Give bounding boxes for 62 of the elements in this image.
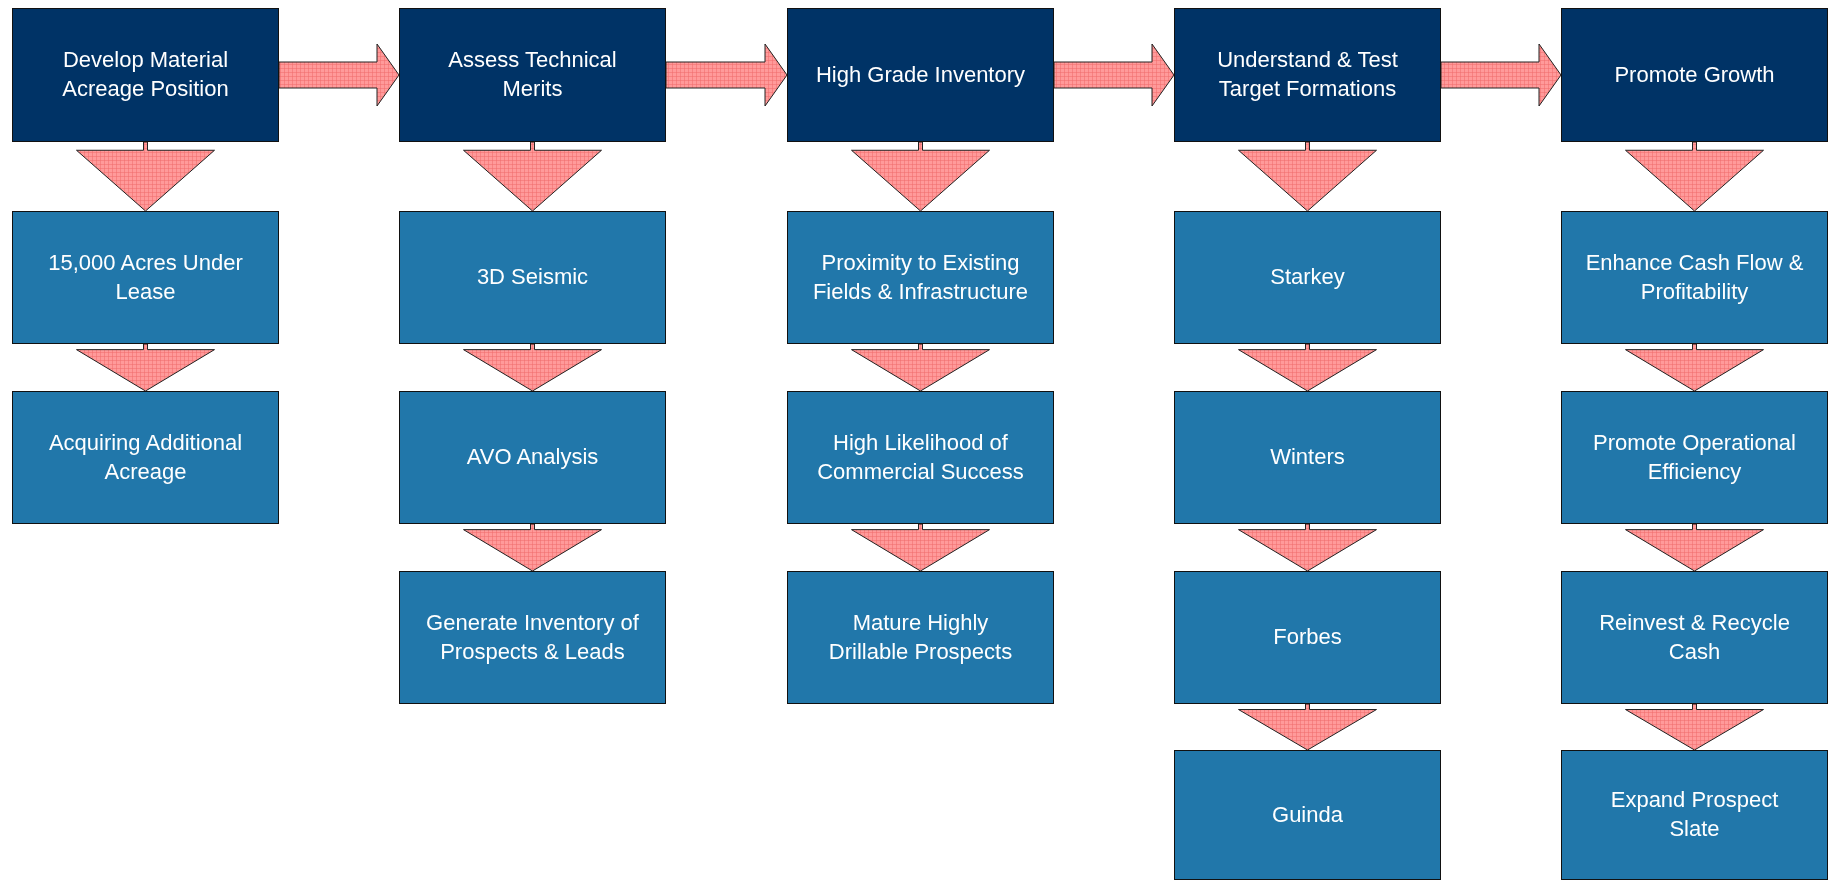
block-arrow <box>463 343 602 392</box>
step-box <box>1561 211 1828 344</box>
step-box <box>12 211 279 344</box>
box-label: Starkey <box>1269 263 1346 292</box>
step-box <box>399 391 666 524</box>
box-label: Guinda <box>1271 800 1344 829</box>
box-label: Expand Prospect Slate <box>1609 786 1780 843</box>
block-arrow <box>76 141 215 212</box>
block-arrow <box>1238 523 1377 572</box>
step-box <box>1174 750 1441 880</box>
block-arrow <box>463 523 602 572</box>
box-label: 3D Seismic <box>475 263 590 292</box>
block-arrow <box>1440 43 1562 107</box>
step-box <box>1174 391 1441 524</box>
block-arrow <box>1625 343 1764 392</box>
block-arrow <box>1238 141 1377 212</box>
box-label: Enhance Cash Flow & Profitability <box>1584 248 1805 306</box>
block-arrow <box>1238 703 1377 751</box>
box-label: High Likelihood of Commercial Success <box>816 428 1025 486</box>
box-label: High Grade Inventory <box>814 60 1027 89</box>
step-box <box>1561 391 1828 524</box>
box-label: Acquiring Additional Acreage <box>47 428 244 486</box>
box-label: Promote Operational Efficiency <box>1592 428 1797 486</box>
stage-box <box>399 8 666 142</box>
step-box <box>1174 211 1441 344</box>
block-arrow <box>665 43 788 107</box>
box-label: Develop Material Acreage Position <box>61 46 230 103</box>
block-arrow <box>851 141 990 212</box>
step-box <box>787 571 1054 704</box>
stage-box <box>12 8 279 142</box>
box-label: Proximity to Existing Fields & Infrastructure <box>811 248 1030 306</box>
step-box <box>399 571 666 704</box>
step-box <box>1174 571 1441 704</box>
step-box <box>1561 571 1828 704</box>
box-label: AVO Analysis <box>465 443 600 472</box>
box-label: Winters <box>1269 443 1346 472</box>
block-arrow <box>1625 703 1764 751</box>
block-arrow <box>851 343 990 392</box>
box-label: Assess Technical Merits <box>447 46 618 103</box>
box-label: Forbes <box>1272 623 1343 652</box>
block-arrow <box>278 43 400 107</box>
box-label: Understand & Test Target Formations <box>1216 46 1399 103</box>
block-arrow <box>851 523 990 572</box>
step-box <box>1561 750 1828 880</box>
block-arrow <box>1238 343 1377 392</box>
step-box <box>787 391 1054 524</box>
step-box <box>787 211 1054 344</box>
block-arrow <box>1053 43 1175 107</box>
box-label: Generate Inventory of Prospects & Leads <box>425 608 640 666</box>
step-box <box>399 211 666 344</box>
stage-box <box>1174 8 1441 142</box>
stage-box <box>1561 8 1828 142</box>
step-box <box>12 391 279 524</box>
box-label: 15,000 Acres Under Lease <box>47 248 244 306</box>
block-arrow <box>1625 523 1764 572</box>
box-label: Mature Highly Drillable Prospects <box>827 608 1014 666</box>
block-arrow <box>76 343 215 392</box>
box-label: Promote Growth <box>1613 60 1776 89</box>
stage-box <box>787 8 1054 142</box>
block-arrow <box>1625 141 1764 212</box>
block-arrow <box>463 141 602 212</box>
box-label: Reinvest & Recycle Cash <box>1598 608 1791 666</box>
